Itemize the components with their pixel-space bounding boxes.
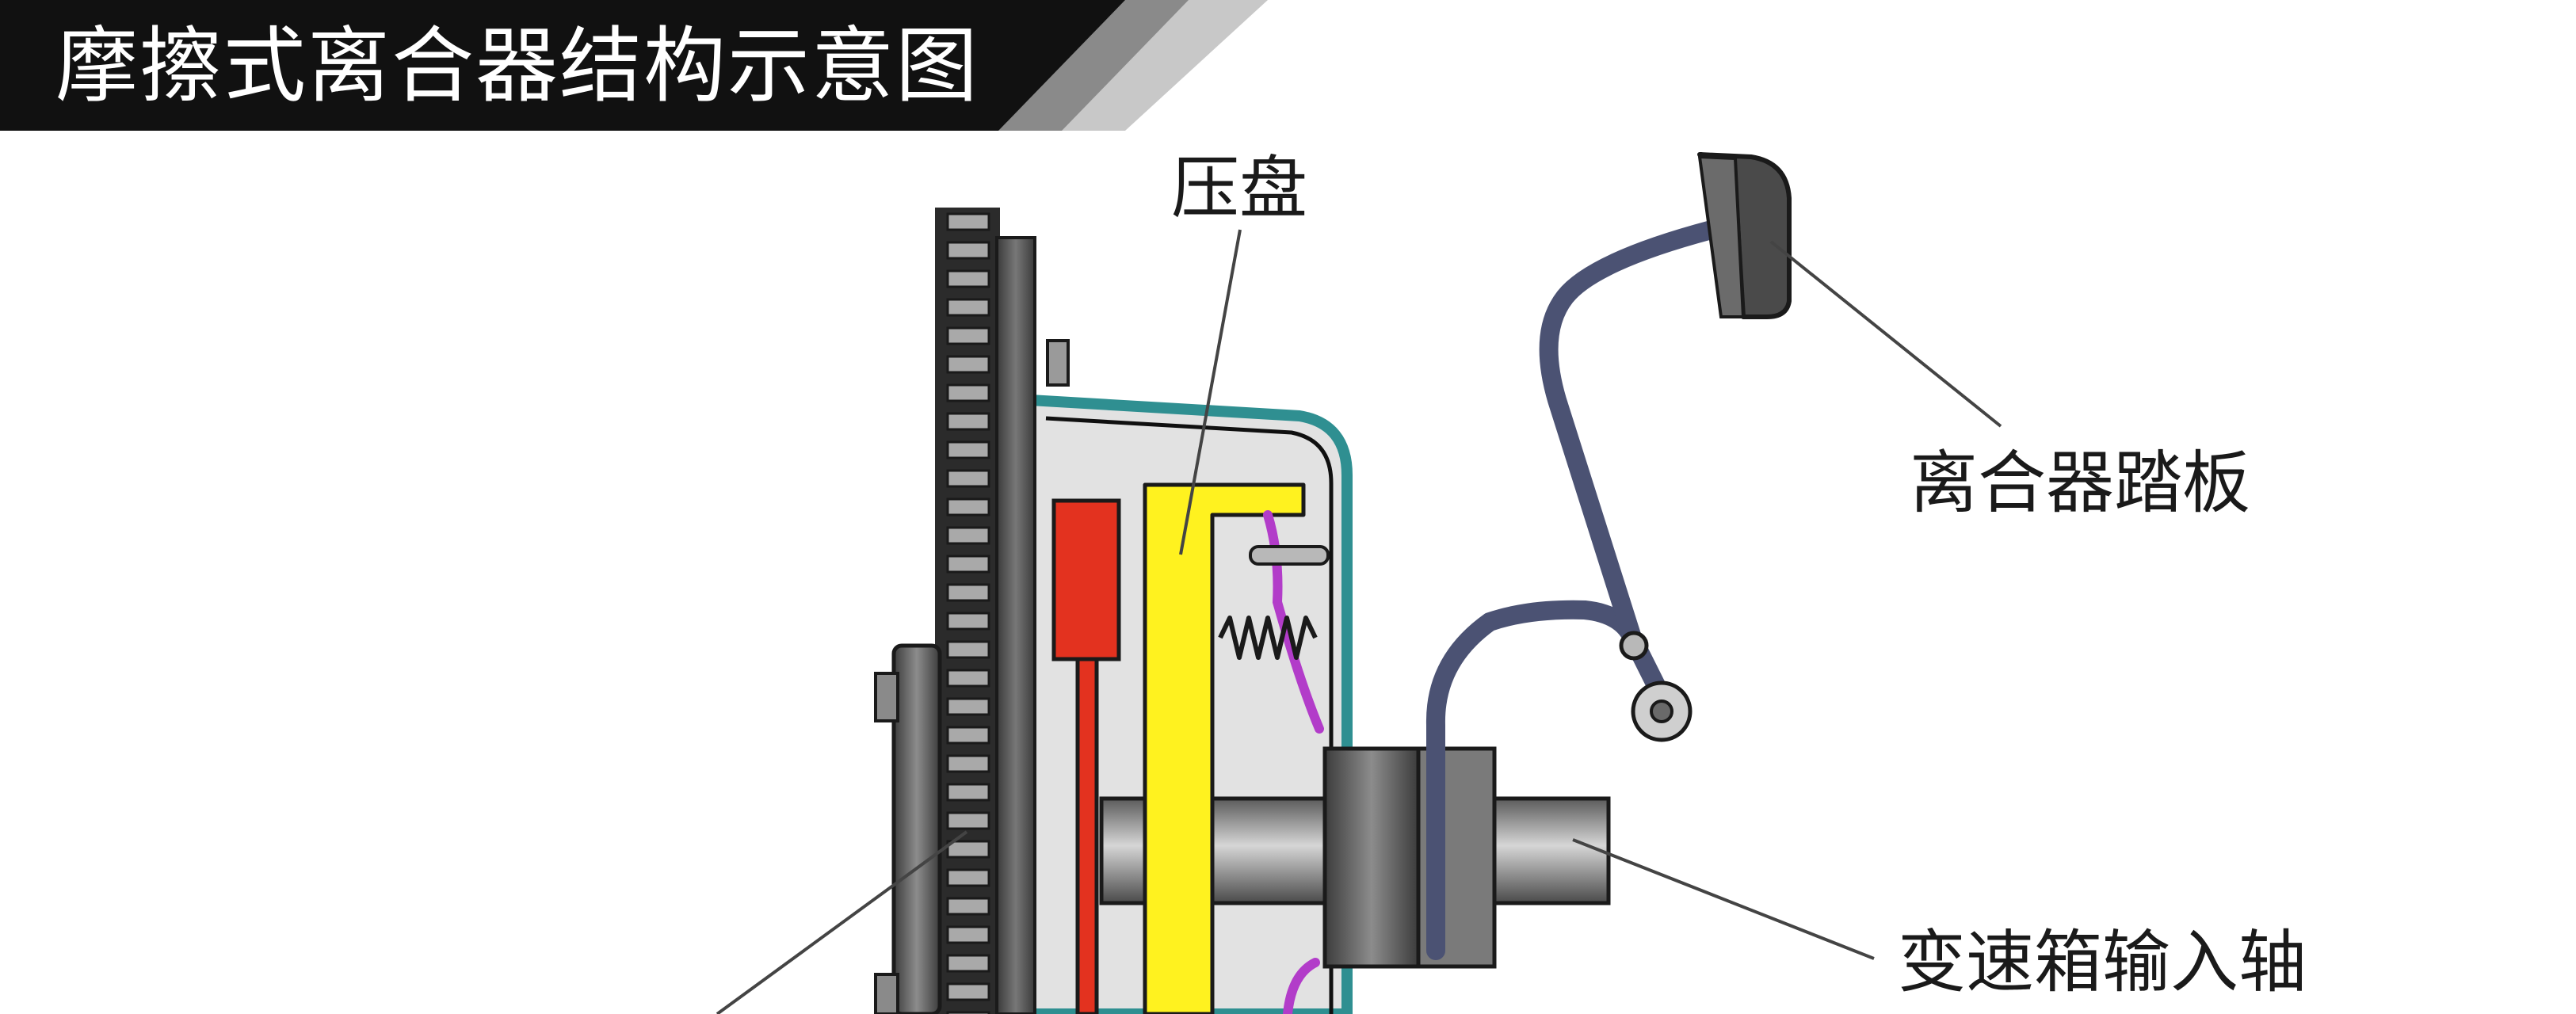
release-fork bbox=[1425, 600, 1643, 960]
gear-tooth bbox=[946, 754, 990, 773]
label-clutch-pedal: 离合器踏板 bbox=[1910, 444, 2250, 523]
gear-tooth bbox=[946, 954, 990, 973]
gear-tooth bbox=[946, 298, 990, 317]
coil-spring-icon bbox=[1218, 616, 1318, 660]
gear-tooth bbox=[946, 669, 990, 688]
friction-disc bbox=[1051, 498, 1121, 1014]
linkage-pivot bbox=[1619, 631, 1649, 661]
cover-inner-edge bbox=[1045, 416, 1334, 1014]
pedal-pad-icon bbox=[1697, 152, 1792, 319]
leader-flywheel bbox=[716, 830, 968, 1014]
page-title: 摩擦式离合器结构示意图 bbox=[55, 17, 980, 114]
gear-tooth bbox=[946, 241, 990, 260]
cover-mount-bolt bbox=[1046, 339, 1070, 387]
gear-tooth bbox=[946, 212, 990, 231]
pedal-pivot-inner bbox=[1650, 700, 1673, 723]
gear-tooth bbox=[946, 612, 990, 631]
retaining-pin bbox=[1249, 545, 1330, 566]
gear-tooth bbox=[946, 783, 990, 802]
flywheel-face bbox=[995, 236, 1036, 1014]
label-pressure-plate: 压盘 bbox=[1171, 149, 1307, 228]
gear-tooth bbox=[946, 326, 990, 345]
flywheel-gear-icon bbox=[935, 208, 1036, 1014]
gear-tooth bbox=[946, 982, 990, 1001]
gear-tooth bbox=[946, 555, 990, 574]
gear-tooth bbox=[946, 640, 990, 659]
banner-dark-block bbox=[0, 0, 1125, 131]
release-bearing bbox=[1322, 746, 1421, 969]
diaphragm-spring-upper bbox=[1263, 510, 1324, 734]
gear-tooth bbox=[946, 840, 990, 859]
flange-bolt-top bbox=[874, 672, 899, 722]
gear-tooth bbox=[946, 526, 990, 545]
leader-clutch-pedal bbox=[1769, 240, 2002, 428]
gear-tooth bbox=[946, 583, 990, 602]
label-input-shaft: 变速箱输入轴 bbox=[1898, 923, 2307, 1002]
flywheel-teeth bbox=[946, 212, 990, 1014]
leader-pressure-plate bbox=[1179, 229, 1242, 555]
gear-tooth bbox=[946, 726, 990, 745]
gear-tooth bbox=[946, 897, 990, 916]
gear-tooth bbox=[946, 925, 990, 944]
gear-tooth bbox=[946, 440, 990, 459]
pedal-arm bbox=[1539, 220, 1721, 703]
leader-input-shaft bbox=[1572, 838, 1875, 960]
gear-tooth bbox=[946, 412, 990, 431]
gear-tooth bbox=[946, 697, 990, 716]
title-banner bbox=[0, 0, 1268, 131]
pedal-pad-face bbox=[1697, 154, 1746, 318]
gear-tooth bbox=[946, 355, 990, 374]
gear-tooth bbox=[946, 469, 990, 488]
friction-lining bbox=[1051, 498, 1121, 661]
gear-tooth bbox=[946, 497, 990, 517]
gear-tooth bbox=[946, 868, 990, 887]
pressure-plate bbox=[1143, 482, 1306, 1014]
gear-tooth bbox=[946, 269, 990, 288]
gear-tooth bbox=[946, 1011, 990, 1014]
diaphragm-spring-lower bbox=[1283, 958, 1320, 1014]
gear-tooth bbox=[946, 811, 990, 830]
flange-bolt-bottom bbox=[874, 973, 899, 1014]
gear-tooth bbox=[946, 383, 990, 402]
disc-plate bbox=[1075, 657, 1099, 1014]
crankshaft-flange bbox=[891, 643, 942, 1014]
